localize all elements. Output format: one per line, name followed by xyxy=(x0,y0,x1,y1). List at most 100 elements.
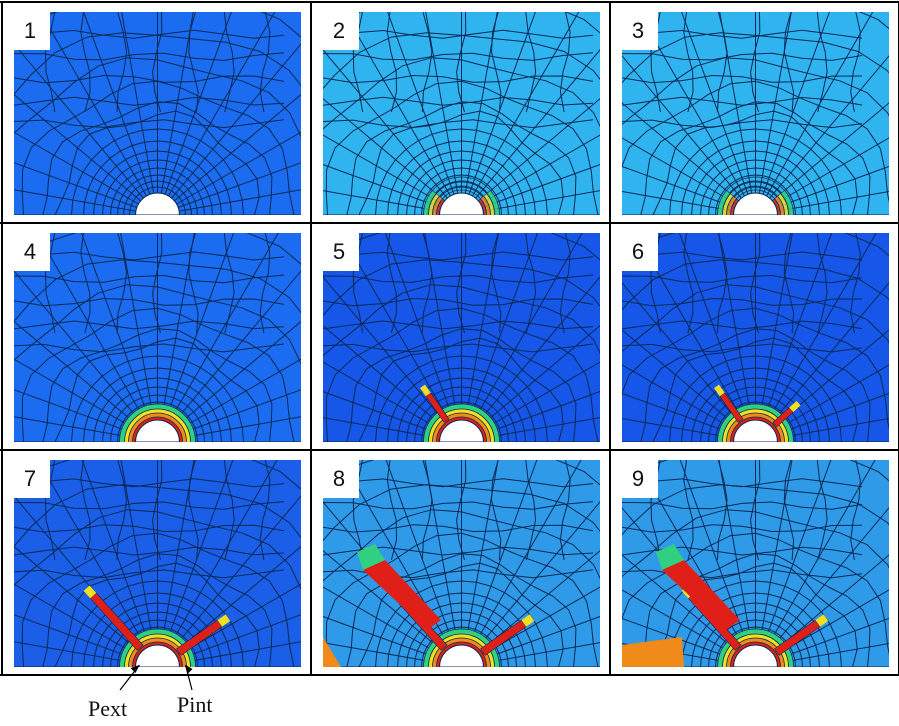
mesh-line xyxy=(223,12,235,113)
mesh-radial xyxy=(776,392,889,435)
mesh-radial xyxy=(468,460,538,647)
panel-label: 1 xyxy=(24,18,36,43)
mesh-radial xyxy=(622,102,739,202)
damage-ring xyxy=(726,196,737,215)
mesh-ring xyxy=(722,181,789,215)
mesh-radial xyxy=(83,12,151,195)
mesh-radial xyxy=(164,233,235,422)
crack-right-tip xyxy=(789,400,801,413)
mesh-radial xyxy=(772,329,889,429)
hole xyxy=(732,192,779,215)
mesh-radial xyxy=(176,131,301,205)
mesh-ring xyxy=(423,403,500,442)
mesh-line xyxy=(525,12,537,113)
mesh-line xyxy=(683,12,694,113)
mesh-line xyxy=(622,501,863,510)
mesh-radial xyxy=(483,190,600,212)
pint-arrowhead xyxy=(185,665,193,674)
mesh-ring xyxy=(128,412,187,442)
mesh-radial xyxy=(758,12,792,194)
mesh-radial xyxy=(622,165,735,208)
mesh-radial xyxy=(323,276,448,426)
damage-ring xyxy=(486,190,500,215)
mesh-ring xyxy=(432,412,491,442)
mesh-radial xyxy=(464,233,499,421)
mesh-radial xyxy=(482,391,600,435)
mesh-line xyxy=(622,119,863,129)
panel-9: 9 xyxy=(618,458,889,667)
hole xyxy=(438,644,485,667)
damage-ring xyxy=(777,193,789,215)
mesh-line xyxy=(456,12,467,113)
mesh-radial xyxy=(323,325,445,429)
mesh-line xyxy=(622,29,863,39)
mesh-line xyxy=(717,12,728,113)
panel-number-2: 2 xyxy=(319,10,359,50)
panel-label: 8 xyxy=(333,466,345,491)
mesh-radial xyxy=(464,460,499,646)
mesh-radial xyxy=(323,134,443,205)
panel-number-9: 9 xyxy=(618,458,658,498)
mesh-radial xyxy=(472,233,583,424)
mesh-radial xyxy=(769,282,889,426)
damage-ring xyxy=(119,629,196,667)
mesh-radial xyxy=(14,545,141,654)
mesh-radial xyxy=(323,98,445,202)
mesh-radial xyxy=(468,233,539,422)
mesh-line xyxy=(188,12,199,113)
mesh-radial xyxy=(323,164,441,208)
mesh-radial xyxy=(178,389,301,435)
mesh-radial xyxy=(766,12,874,197)
mesh-line xyxy=(80,12,91,113)
panel-label: 9 xyxy=(632,466,644,491)
mesh-radial xyxy=(769,507,889,651)
mesh-ring xyxy=(722,408,789,442)
mesh-radial xyxy=(176,583,301,657)
mesh-radial xyxy=(385,460,455,647)
mesh-line xyxy=(323,119,594,129)
hole xyxy=(134,644,181,667)
mesh-line xyxy=(456,233,467,334)
panel-4: 4 xyxy=(10,231,301,442)
mesh-radial xyxy=(758,460,793,646)
mesh-radial xyxy=(678,233,749,422)
hole xyxy=(438,419,485,442)
panel-label: 6 xyxy=(632,239,644,264)
mesh-radial xyxy=(176,358,301,432)
mesh-radial xyxy=(622,617,735,660)
mesh-line xyxy=(14,320,285,330)
damage-ring xyxy=(717,190,731,215)
hole xyxy=(134,419,181,442)
mesh-line xyxy=(14,119,285,129)
mesh-ring xyxy=(132,641,183,667)
mesh-ring xyxy=(436,189,487,215)
panel-8: 8 xyxy=(319,458,600,667)
mesh-line xyxy=(44,233,56,334)
crack-corner xyxy=(622,637,684,667)
mesh-line xyxy=(14,96,285,106)
mesh-radial xyxy=(766,460,876,649)
mesh-line xyxy=(622,343,863,353)
mesh-line xyxy=(622,478,863,488)
mesh-radial xyxy=(480,134,600,205)
mesh-radial xyxy=(622,190,734,212)
mesh-line xyxy=(622,524,863,533)
mesh-radial xyxy=(164,12,232,195)
mesh-line xyxy=(14,501,285,510)
mesh-line xyxy=(750,12,761,113)
panel-5: 5 xyxy=(319,231,600,442)
mesh-line xyxy=(850,460,861,561)
mesh-radial xyxy=(120,460,155,646)
mesh-radial xyxy=(323,550,445,654)
damage-ring xyxy=(432,196,443,215)
mesh-line xyxy=(622,320,863,330)
mesh-radial xyxy=(762,233,833,422)
mesh-ring xyxy=(730,641,781,667)
mesh-line xyxy=(386,233,398,334)
crack-branch-tip xyxy=(656,544,684,570)
mesh-radial xyxy=(14,389,137,435)
mesh-line xyxy=(14,343,285,353)
mesh-ring xyxy=(730,416,781,442)
mesh-radial xyxy=(769,55,889,199)
